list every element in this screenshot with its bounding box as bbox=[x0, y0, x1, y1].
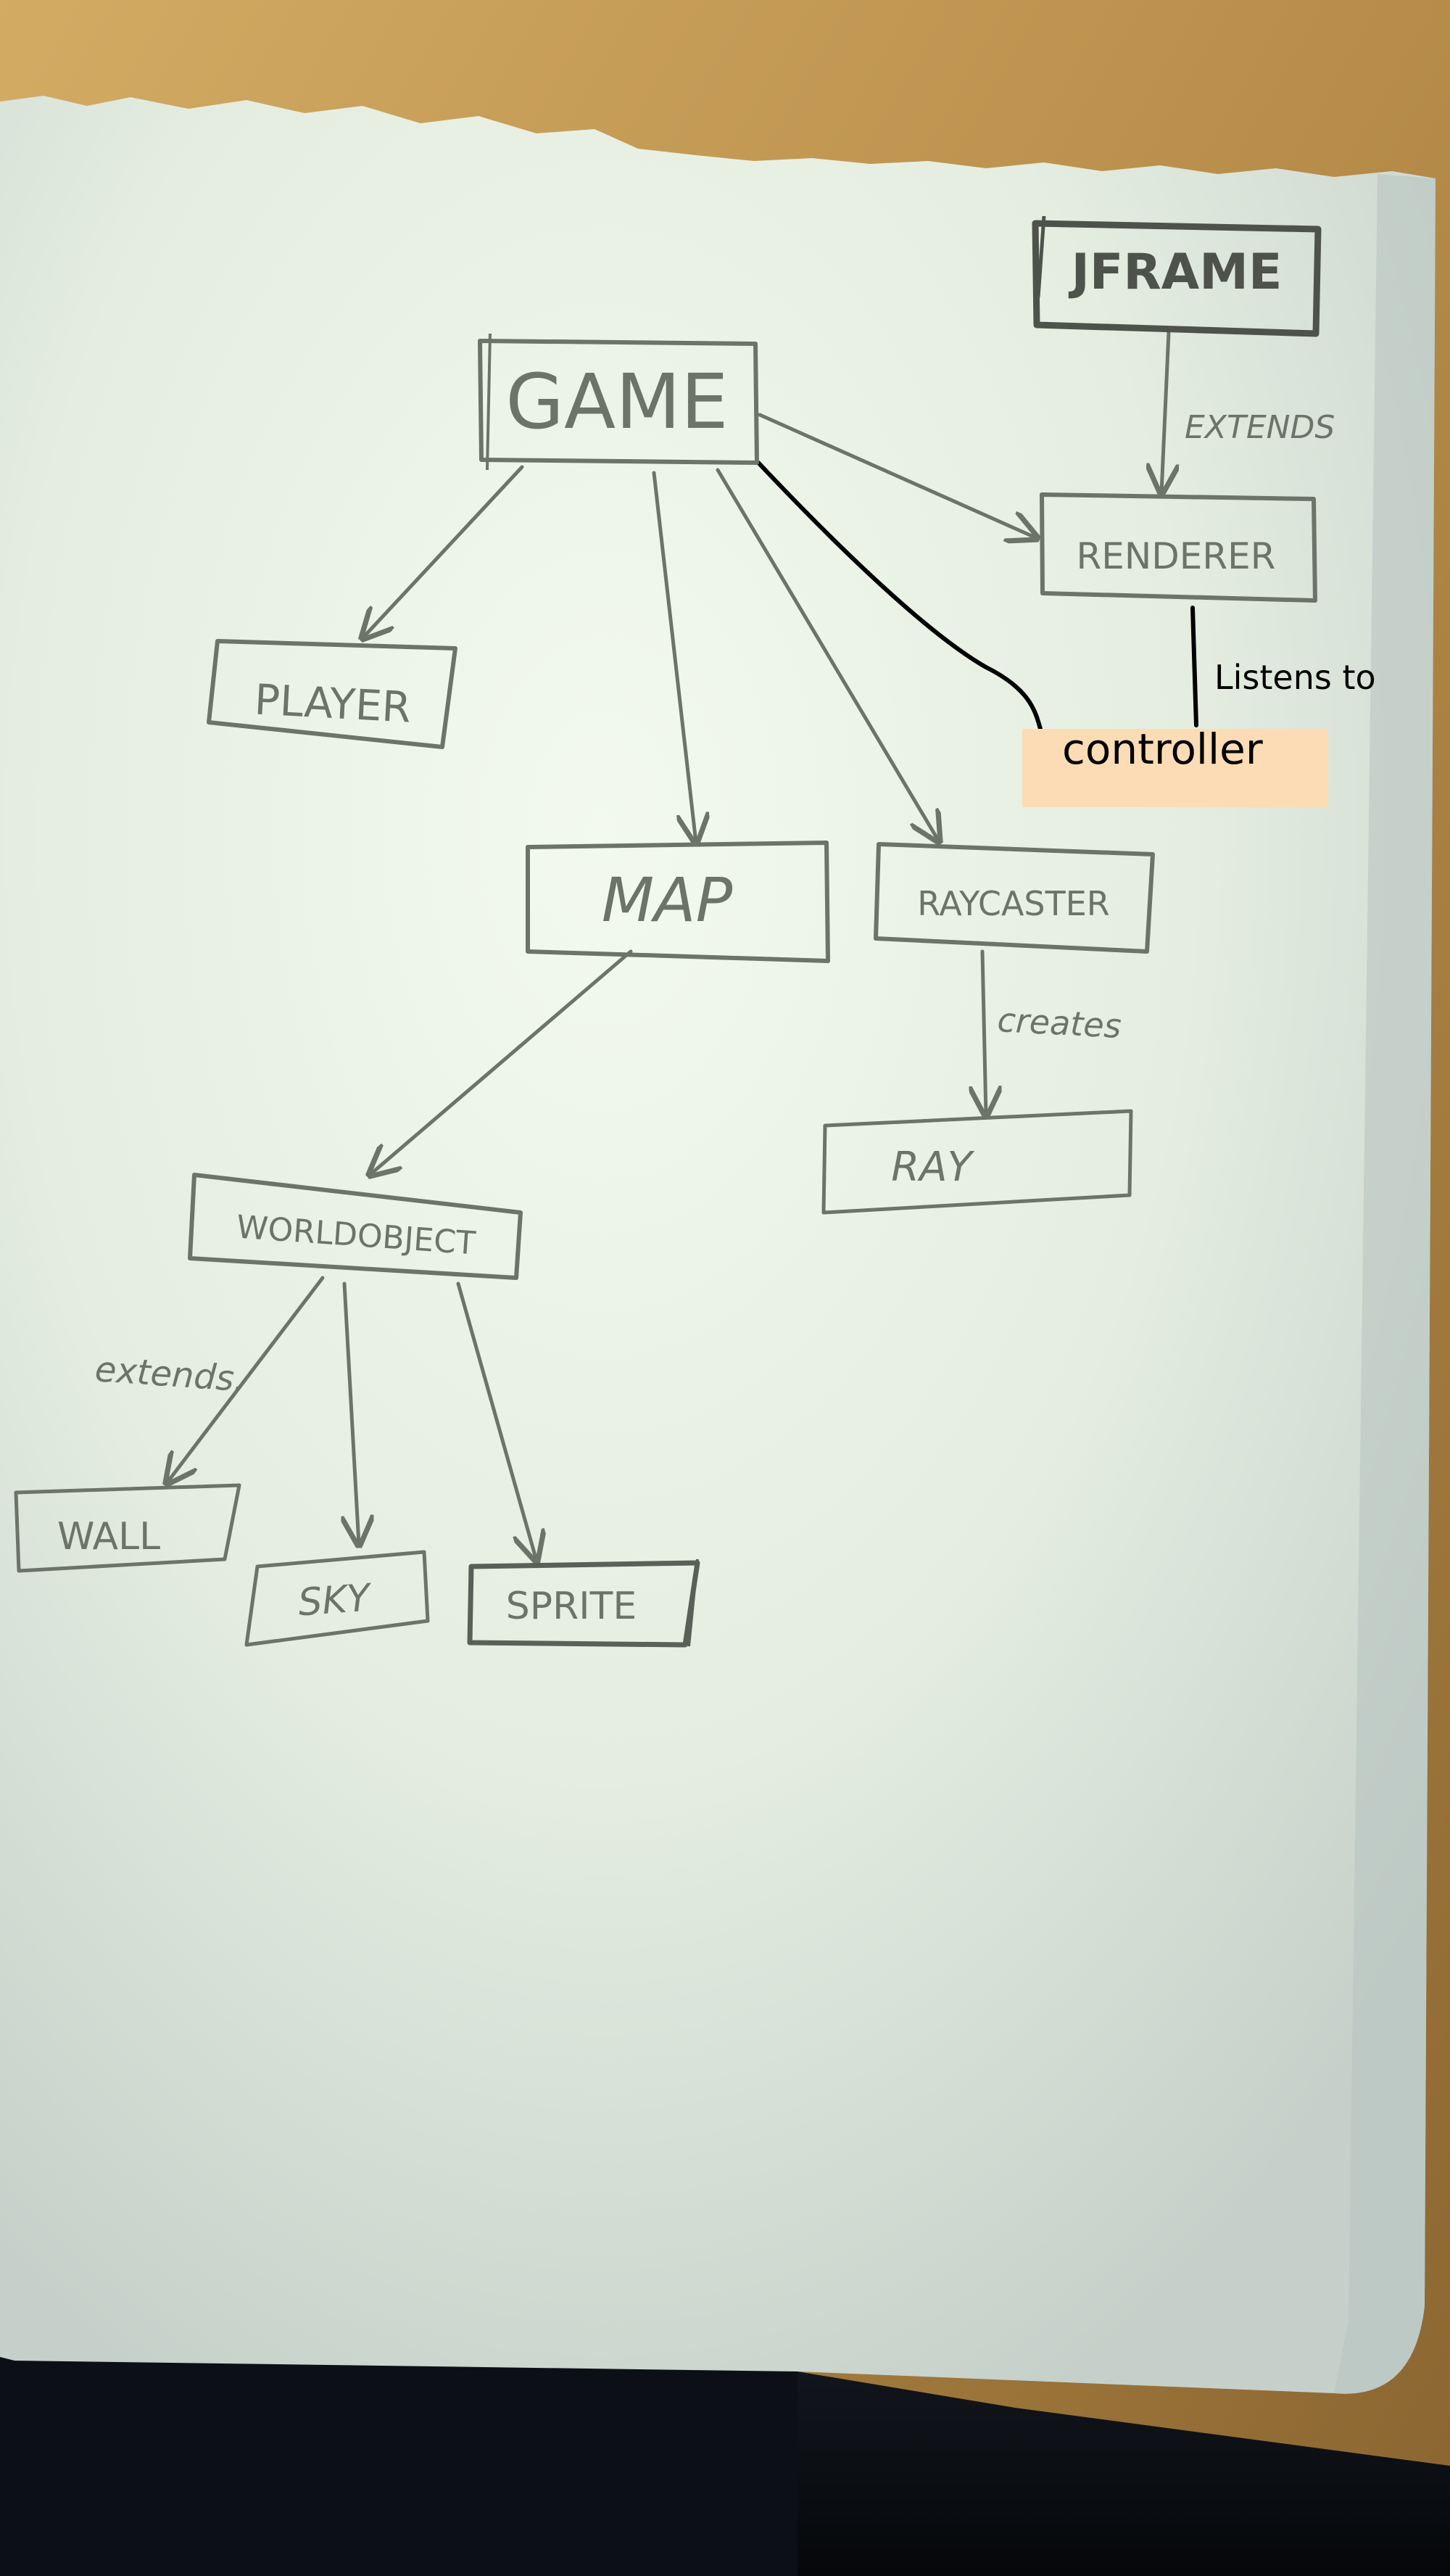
renderer-label: RENDERER bbox=[1077, 535, 1276, 577]
jframe-box bbox=[1032, 220, 1322, 337]
wall-box bbox=[14, 1483, 241, 1573]
edge-raycaster-ray bbox=[982, 949, 986, 1115]
controller-box bbox=[1022, 729, 1328, 807]
extends-label-jframe: EXTENDS bbox=[1185, 409, 1335, 446]
listens-to-label: Listens to bbox=[1214, 658, 1376, 697]
connectors bbox=[167, 330, 1169, 1561]
edge-jframe-renderer bbox=[1161, 330, 1169, 493]
edge-worldobject-sky bbox=[344, 1281, 359, 1545]
renderer-box bbox=[1040, 492, 1317, 603]
jframe-box-overdraw bbox=[1036, 215, 1046, 298]
overlay-lines bbox=[756, 461, 1198, 731]
game-label: GAME bbox=[505, 358, 728, 446]
edge-worldobject-wall bbox=[167, 1276, 325, 1483]
sprite-box bbox=[467, 1560, 700, 1648]
edge-map-worldobject bbox=[370, 949, 633, 1175]
node-labels: JFRAME GAME RENDERER PLAYER MAP RAYCASTE… bbox=[57, 244, 1282, 1628]
raycaster-box bbox=[874, 842, 1155, 954]
game-box-overdraw bbox=[486, 333, 492, 471]
edge-game-raycaster bbox=[716, 468, 939, 841]
raycaster-label: RAYCASTER bbox=[917, 884, 1110, 923]
creates-label: creates bbox=[996, 1000, 1122, 1046]
paper-shade-right bbox=[1334, 174, 1436, 2394]
sky-label: SKY bbox=[297, 1576, 374, 1625]
edge-worldobject-sprite bbox=[456, 1281, 536, 1561]
map-label: MAP bbox=[602, 864, 733, 936]
game-box bbox=[478, 339, 759, 465]
map-box bbox=[526, 841, 830, 963]
jframe-label: JFRAME bbox=[1069, 244, 1283, 301]
edge-renderer-controller bbox=[1190, 606, 1198, 727]
sprite-label: SPRITE bbox=[506, 1585, 637, 1628]
ray-box bbox=[821, 1109, 1133, 1215]
edge-game-renderer bbox=[758, 413, 1037, 538]
edge-game-map bbox=[652, 471, 696, 843]
sprite-box-overdraw bbox=[687, 1559, 699, 1647]
overlay-labels: Listens to controller bbox=[1062, 658, 1376, 774]
worldobject-box bbox=[188, 1173, 523, 1280]
paper-sheet bbox=[0, 96, 1436, 2394]
player-label: PLAYER bbox=[253, 674, 412, 732]
boxes bbox=[14, 215, 1322, 1648]
edge-game-controller bbox=[756, 461, 1043, 731]
wall-label: WALL bbox=[57, 1515, 160, 1559]
controller-label: controller bbox=[1062, 724, 1263, 774]
ray-label: RAY bbox=[891, 1144, 974, 1191]
edge-game-player bbox=[362, 465, 524, 638]
sky-box bbox=[244, 1550, 430, 1647]
player-box bbox=[207, 639, 457, 749]
